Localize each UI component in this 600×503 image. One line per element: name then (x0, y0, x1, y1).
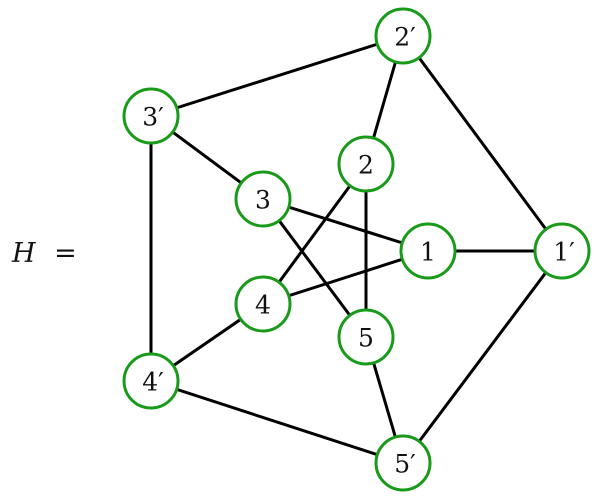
node-5: 5 (337, 308, 395, 366)
node-circle (399, 222, 457, 280)
node-3p: 3′ (122, 87, 180, 145)
node-2: 2 (337, 135, 395, 193)
node-1p: 1′ (533, 222, 591, 280)
graph-variable: H (11, 238, 36, 269)
edge-2p-3p (150, 34, 404, 118)
edge-3-5 (261, 198, 368, 338)
node-label: 3′ (142, 103, 164, 132)
node-label: 1′ (553, 238, 575, 267)
equals-sign: = (54, 238, 77, 269)
node-circle (374, 434, 432, 492)
node-circle (337, 135, 395, 193)
node-1: 1 (399, 222, 457, 280)
edge-4p-5p (150, 379, 404, 465)
node-2p: 2′ (374, 7, 432, 65)
node-label: 4′ (142, 368, 164, 397)
node-label: 1 (420, 238, 436, 267)
edge-3-1 (262, 197, 429, 253)
node-3: 3 (234, 170, 292, 228)
node-4: 4 (234, 275, 292, 333)
node-label: 2′ (394, 23, 416, 52)
node-label: 5′ (394, 450, 416, 479)
node-circle (533, 222, 591, 280)
node-circle (234, 275, 292, 333)
nodes-layer: 2′ 3′ 1′ 4′ 5′ 2 3 1 4 5 (122, 7, 591, 492)
node-circle (374, 7, 432, 65)
node-label: 5 (358, 324, 374, 353)
node-circle (122, 352, 180, 410)
node-5p: 5′ (374, 434, 432, 492)
node-label: 4 (255, 291, 271, 320)
node-circle (337, 308, 395, 366)
node-label: 3 (255, 186, 271, 215)
edge-1p-2p (401, 35, 564, 252)
node-circle (122, 87, 180, 145)
edge-2-4 (261, 163, 368, 305)
edge-5p-1p (401, 250, 564, 464)
node-circle (234, 170, 292, 228)
node-4p: 4′ (122, 352, 180, 410)
edge-4-1 (262, 249, 429, 306)
graph-title: H = (11, 238, 77, 269)
edges-layer (149, 34, 564, 465)
node-label: 2 (358, 151, 374, 180)
